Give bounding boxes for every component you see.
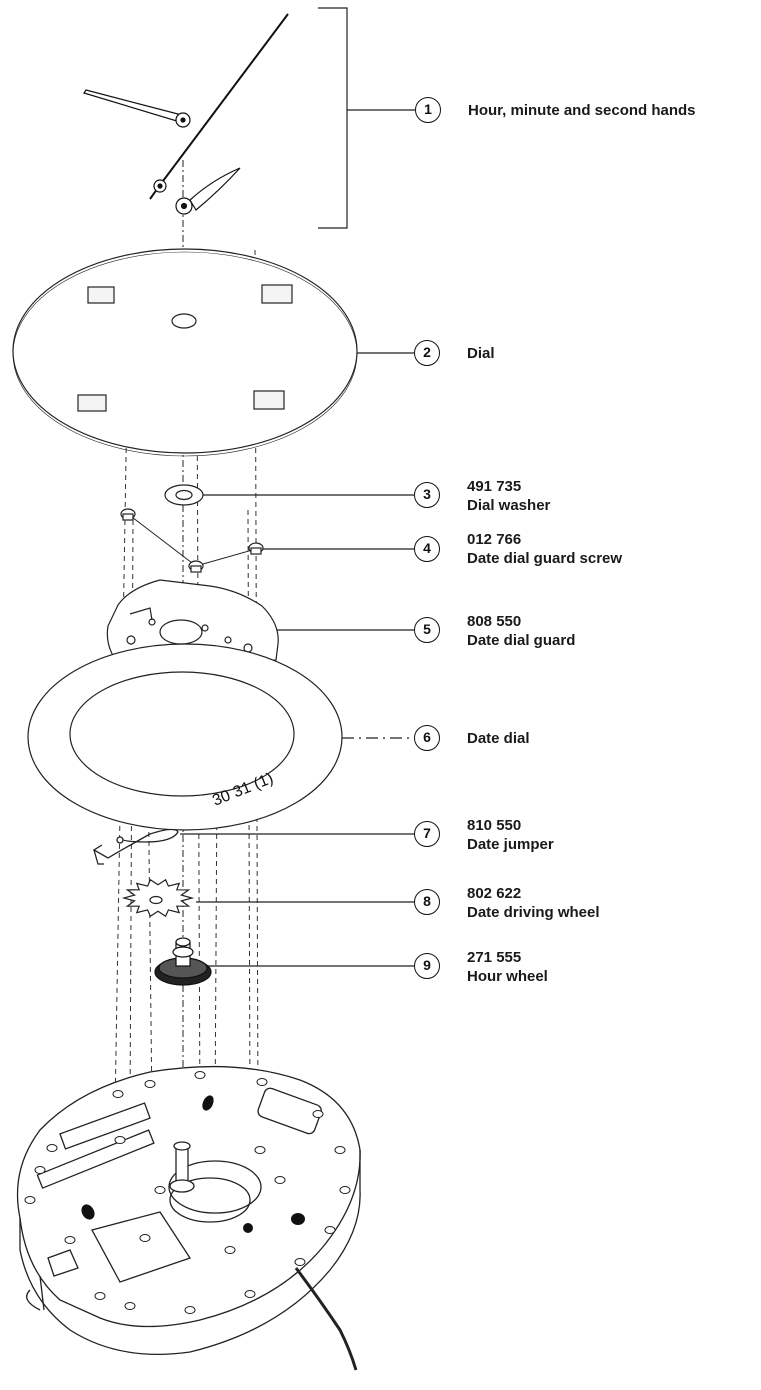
part-name: Date dial guard — [467, 632, 576, 649]
part-label-1: Hour, minute and second hands — [468, 101, 696, 120]
hour-hand — [175, 167, 241, 215]
part-code: 810 550 — [467, 817, 522, 834]
part-label-6: Date dial — [467, 729, 530, 748]
part-name: Dial — [467, 345, 495, 362]
part-label-5: 808 550 Date dial guard — [467, 612, 575, 650]
hands — [83, 13, 289, 215]
callout-number-8: 8 — [414, 889, 440, 915]
callout-number-4: 4 — [414, 536, 440, 562]
part-name: Date dial guard screw — [467, 550, 623, 567]
date-dial-guard-screws — [120, 508, 264, 573]
second-hand — [149, 13, 289, 200]
callout-number-2: 2 — [414, 340, 440, 366]
callout-number-6: 6 — [414, 725, 440, 751]
part-label-4: 012 766 Date dial guard screw — [467, 530, 622, 568]
part-label-7: 810 550 Date jumper — [467, 816, 554, 854]
part-code: 802 622 — [467, 885, 522, 902]
part-label-8: 802 622 Date driving wheel — [467, 884, 600, 922]
part-code: 808 550 — [467, 613, 522, 630]
part-code: 012 766 — [467, 531, 522, 548]
date-driving-wheel — [121, 878, 195, 918]
part-code: 271 555 — [467, 949, 522, 966]
part-name: Dial washer — [467, 497, 551, 514]
dial-washer — [164, 484, 204, 506]
part-name: Date jumper — [467, 836, 554, 853]
part-code: 491 735 — [467, 478, 522, 495]
part-name: Hour wheel — [467, 968, 548, 985]
part-label-3: 491 735 Dial washer — [467, 477, 550, 515]
part-label-9: 271 555 Hour wheel — [467, 948, 548, 986]
date-dial: 30 31 (1) — [27, 643, 343, 831]
movement-base-plate — [16, 1065, 361, 1371]
dial — [12, 248, 358, 457]
date-jumper — [92, 828, 179, 865]
callout-number-3: 3 — [414, 482, 440, 508]
part-label-2: Dial — [467, 344, 495, 363]
leader-lines — [180, 7, 415, 967]
hour-wheel — [154, 937, 212, 986]
callout-number-1: 1 — [415, 97, 441, 123]
callout-number-7: 7 — [414, 821, 440, 847]
callout-number-9: 9 — [414, 953, 440, 979]
part-name: Date driving wheel — [467, 904, 600, 921]
callout-number-5: 5 — [414, 617, 440, 643]
part-name: Hour, minute and second hands — [468, 102, 696, 119]
part-name: Date dial — [467, 730, 530, 747]
minute-hand — [83, 89, 191, 128]
